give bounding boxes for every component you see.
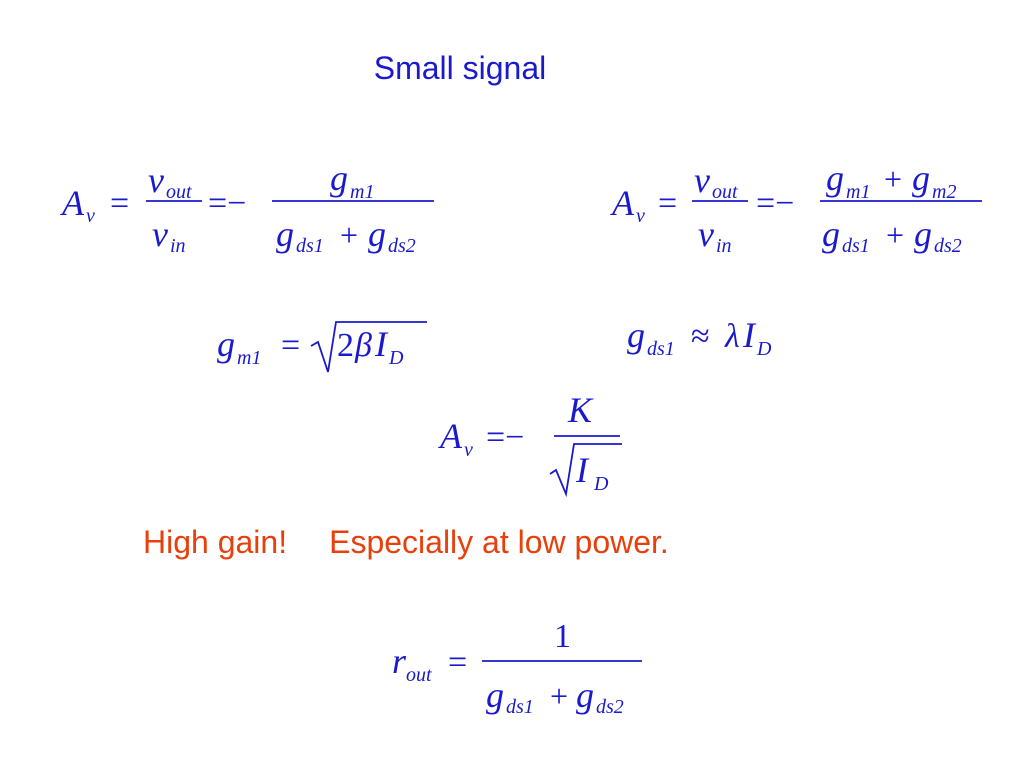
plus-sign: + [340,217,358,253]
gds2-symbol: g [576,675,594,715]
id-symbol: I [374,324,389,364]
beta-symbol: β [354,327,372,364]
plus-sign: + [550,678,568,714]
gm1-subscript: m1 [350,181,374,203]
gain-k-equation: A v =− K I D [438,390,622,498]
gm1-symbol: g [217,324,235,364]
gds1-symbol: g [822,214,840,254]
gm1-symbol: g [826,158,844,198]
high-gain-text: High gain! [143,524,288,560]
av-symbol: A [438,416,463,456]
gain-equation-left: A v = v out v in =− g m1 g ds1 + g ds2 [60,158,434,257]
sqrt-symbol [310,321,427,373]
rout-subscript: out [406,664,432,686]
gds1-subscript: ds1 [842,235,870,257]
gds2-symbol: g [368,214,386,254]
gds-equation: g ds1 ≈ λ I D [627,315,772,360]
gm1-subscript: m1 [237,347,261,369]
av-subscript: v [86,205,95,227]
gds1-subscript: ds1 [647,338,675,360]
gds1-subscript: ds1 [506,696,534,718]
vout-subscript: out [712,181,738,203]
equals-sign: = [281,327,300,364]
av-subscript: v [636,205,645,227]
equals-sign: = [110,185,129,222]
gds1-symbol: g [276,214,294,254]
av-symbol: A [60,183,85,223]
gds1-subscript: ds1 [296,235,324,257]
gm1-symbol: g [330,158,348,198]
vin-subscript: in [170,235,186,257]
av-symbol: A [610,183,635,223]
id-symbol: I [742,315,757,355]
id-subscript: D [388,347,404,369]
gds1-symbol: g [627,315,645,355]
vin-subscript: in [716,235,732,257]
slide-title: Small signal [373,50,547,86]
gain-equation-right: A v = v out v in =− g m1 + g m2 g ds1 + … [610,158,982,257]
gain-note: High gain! Especially at low power. [143,524,669,561]
approx-sign: ≈ [691,318,710,355]
rout-symbol: r [392,641,407,681]
lambda-symbol: λ [724,318,740,355]
gds1-symbol: g [486,675,504,715]
gds2-subscript: ds2 [596,696,624,718]
vout-symbol: v [148,160,164,200]
sqrt-symbol [549,443,622,498]
equals-minus: =− [756,185,794,222]
rout-equation: r out = 1 g ds1 + g ds2 [392,618,642,718]
gm-equation: g m1 = 2 β I D [217,321,427,373]
k-constant: K [567,390,594,430]
id-subscript: D [593,473,609,495]
equals-minus: =− [486,419,524,456]
gm2-subscript: m2 [932,181,956,203]
vin-symbol: v [152,214,168,254]
gm2-symbol: g [912,158,930,198]
equals-minus: =− [208,185,246,222]
one-constant: 1 [554,618,571,655]
gds2-subscript: ds2 [388,235,416,257]
gds2-subscript: ds2 [934,235,962,257]
gds2-symbol: g [914,214,932,254]
id-subscript: D [756,338,772,360]
two-constant: 2 [337,327,354,364]
vout-symbol: v [694,160,710,200]
gm1-subscript: m1 [846,181,870,203]
vin-symbol: v [698,214,714,254]
id-symbol: I [575,450,590,490]
plus-sign: + [884,161,902,197]
plus-sign: + [886,217,904,253]
equals-sign: = [448,644,467,681]
low-power-text: Especially at low power. [329,524,669,560]
equals-sign: = [658,185,677,222]
av-subscript: v [464,439,473,461]
vout-subscript: out [166,181,192,203]
